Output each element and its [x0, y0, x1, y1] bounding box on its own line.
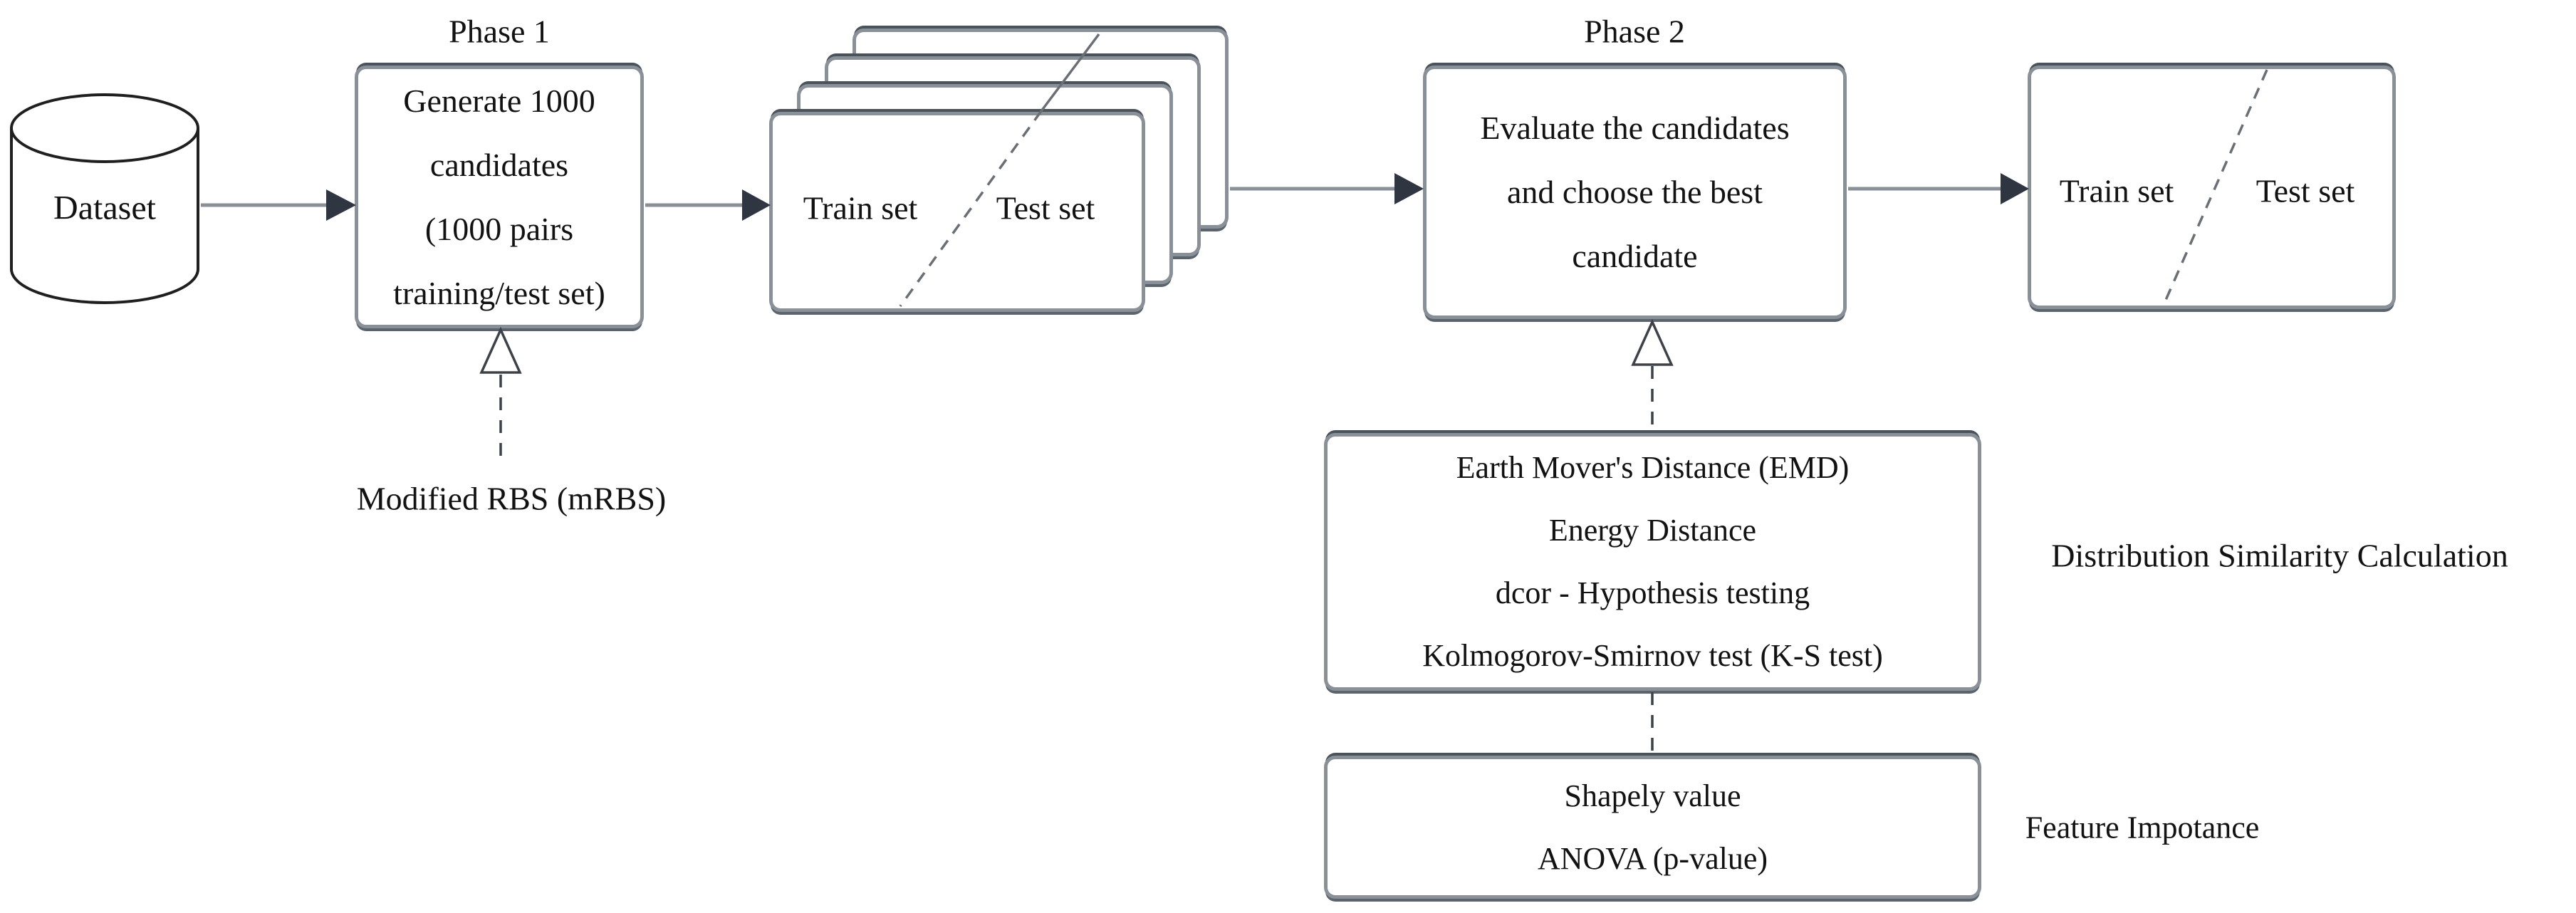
- arrow-phase1-to-stack: [645, 189, 771, 221]
- final-test-set-label: Test set: [2256, 172, 2355, 209]
- hollow-triangle-arrowhead-phase2: [1631, 318, 1674, 366]
- feature-importance-line-1: Shapely value: [1564, 778, 1741, 813]
- evaluate-line-1: Evaluate the candidates: [1480, 110, 1790, 146]
- dashed-connector-mrbs-to-phase1: [479, 326, 522, 461]
- final-train-set-label: Train set: [2059, 172, 2174, 209]
- similarity-methods-box: Earth Mover's Distance (EMD) Energy Dist…: [1324, 433, 1981, 691]
- evaluate-line-3: candidate: [1572, 238, 1698, 274]
- modified-rbs-label: Modified RBS (mRBS): [356, 480, 667, 517]
- stack-test-set-label: Test set: [996, 189, 1095, 226]
- generate-candidates-box: Generate 1000 candidates (1000 pairs tra…: [355, 66, 644, 328]
- stack-train-set-label: Train set: [803, 189, 918, 226]
- similarity-line-4: Kolmogorov-Smirnov test (K-S test): [1422, 638, 1883, 673]
- phase2-title: Phase 2: [1584, 13, 1685, 50]
- similarity-line-2: Energy Distance: [1548, 513, 1757, 548]
- evaluate-candidates-box: Evaluate the candidates and choose the b…: [1423, 66, 1847, 319]
- feature-importance-line-2: ANOVA (p-value): [1537, 840, 1768, 876]
- dataset-node-label: Dataset: [53, 189, 156, 227]
- generate-candidates-line-2: candidates: [429, 146, 569, 183]
- similarity-line-3: dcor - Hypothesis testing: [1495, 575, 1810, 610]
- evaluate-line-2: and choose the best: [1507, 174, 1763, 210]
- similarity-line-1: Earth Mover's Distance (EMD): [1456, 450, 1850, 485]
- feature-importance-label: Feature Impotance: [2025, 810, 2260, 845]
- dashed-connector-similarity-to-phase2: [1631, 318, 1674, 432]
- arrow-phase2-to-final: [1848, 173, 2029, 204]
- phase1-title: Phase 1: [449, 13, 550, 50]
- arrow-stack-to-phase2: [1230, 173, 1424, 204]
- generate-candidates-line-4: training/test set): [393, 274, 605, 311]
- feature-importance-methods-box: Shapely value ANOVA (p-value): [1324, 756, 1981, 899]
- generate-candidates-line-1: Generate 1000: [403, 82, 595, 119]
- hollow-triangle-arrowhead-phase1: [479, 326, 522, 374]
- generate-candidates-line-3: (1000 pairs: [424, 210, 574, 247]
- arrow-dataset-to-phase1: [201, 189, 356, 221]
- distribution-similarity-label: Distribution Similarity Calculation: [2051, 537, 2508, 574]
